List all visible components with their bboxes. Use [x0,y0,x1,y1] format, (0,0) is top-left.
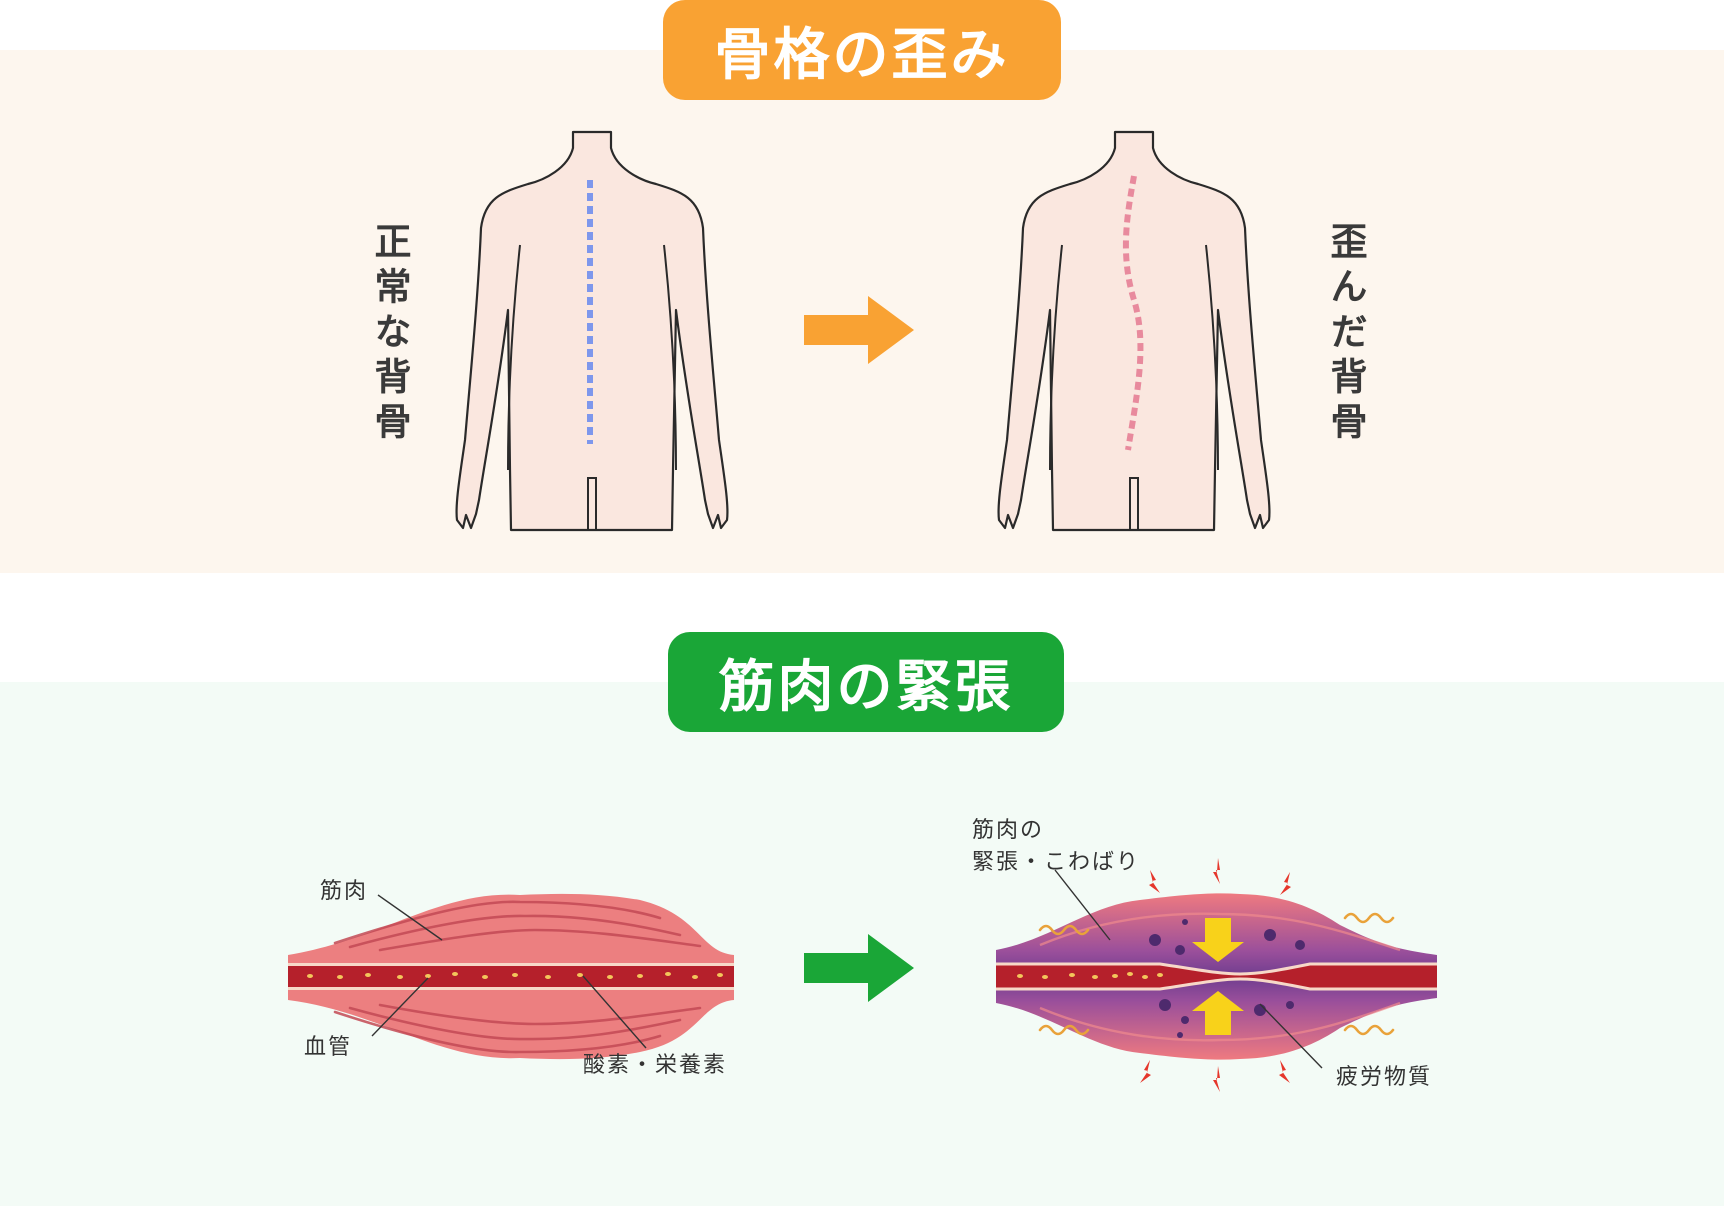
normal-spine-label: 正常な背骨 [368,222,411,447]
normal-nutrient-dots [307,972,723,979]
tension-label-line2: 緊張・こわばり [972,850,1141,875]
distorted-buttock-line [1129,477,1139,530]
normal-body [455,130,729,532]
strained-muscle [996,858,1437,1092]
distorted-body [997,130,1271,532]
distorted-spine-label: 歪んだ背骨 [1324,222,1367,447]
distorted-left-arm-line [1049,244,1063,471]
spark-icons [1140,858,1291,1092]
normal-buttock-line [587,477,597,530]
muscle-title: 筋肉の緊張 [668,632,1064,732]
normal-left-arm-line [507,244,521,471]
normal-vessel [288,963,734,990]
tension-label-line1: 筋肉の [972,818,1045,843]
green-arrow [804,934,914,1002]
tension-label: 筋肉の 緊張・こわばり [972,815,1140,879]
strained-vessel [996,964,1437,989]
skeleton-panel [0,50,1724,573]
strained-nutrient-dots [1017,972,1163,979]
nutrients-label: 酸素・栄養素 [583,1053,728,1078]
distorted-right-arm-line [1205,244,1219,471]
fatigue-particles [1149,919,1305,1038]
normal-right-arm-line [663,244,677,471]
muscle-label: 筋肉 [320,879,369,904]
distorted-body-shape [997,130,1271,532]
orange-arrow [804,296,914,364]
vessel-label: 血管 [304,1035,353,1060]
fatigue-label: 疲労物質 [1336,1065,1433,1090]
compression-arrow-up [1192,991,1244,1035]
compression-arrow-down [1192,918,1244,962]
normal-muscle [288,893,734,1060]
muscle-panel [0,682,1724,1206]
skeleton-title: 骨格の歪み [663,0,1061,100]
tension-squiggles [1038,912,1395,1036]
